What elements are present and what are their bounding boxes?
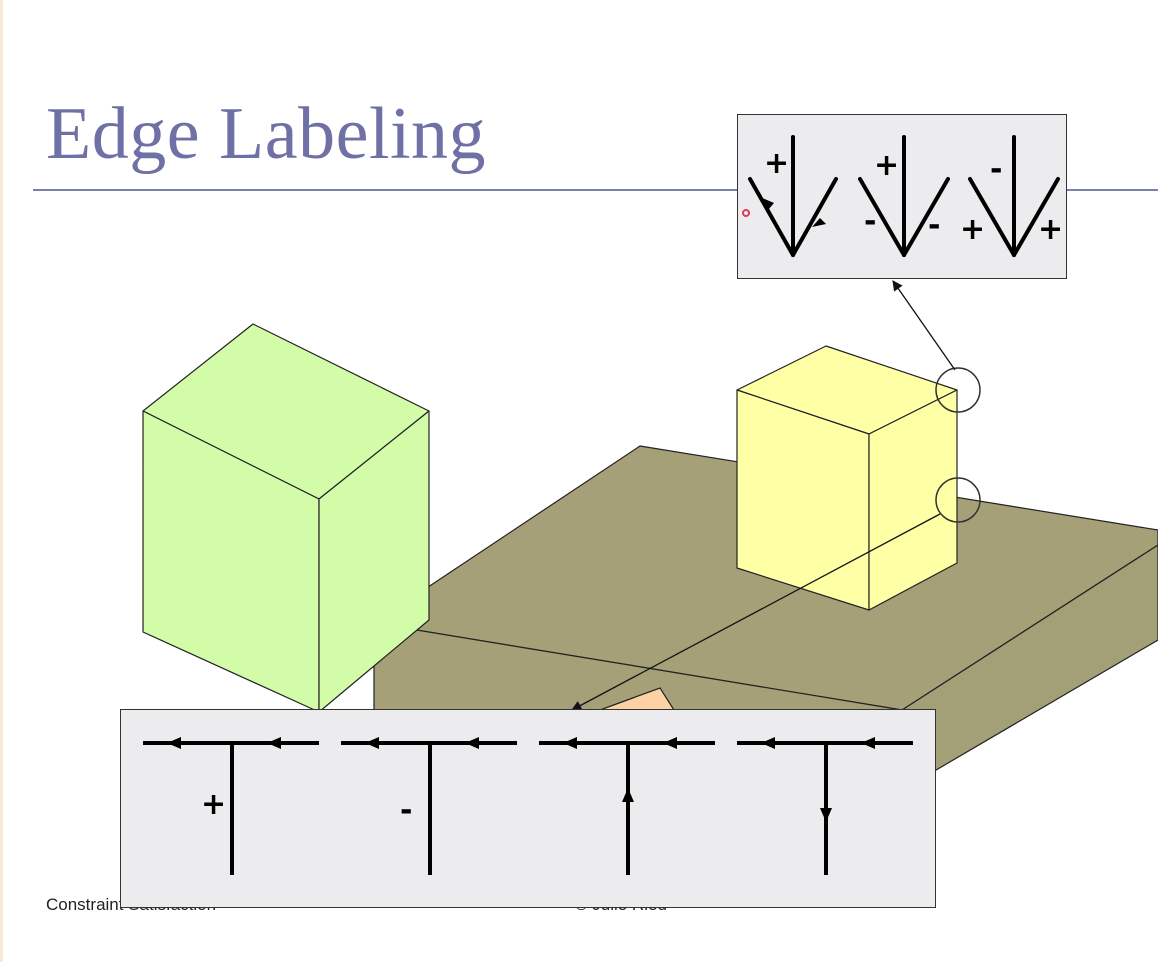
arrow-j3-label-right: + xyxy=(1038,212,1064,247)
arrow-junction-drawings xyxy=(742,135,1060,257)
slide-title: Edge Labeling xyxy=(46,93,487,175)
arrow-j1-label-top: + xyxy=(764,146,790,181)
arrow-junction-callout-circle xyxy=(935,367,981,413)
title-underline xyxy=(33,189,1158,191)
t-junction-3 xyxy=(539,741,715,875)
t-junction-1 xyxy=(143,741,319,875)
arrow-junction-2 xyxy=(858,135,950,257)
arrow-j2-label-left: - xyxy=(864,204,877,239)
left-arm-arrowhead xyxy=(760,197,774,210)
arrow-junction-3 xyxy=(968,135,1060,257)
arrow-j3-label-left: + xyxy=(960,212,986,247)
arrow-j2-label-top: + xyxy=(874,148,900,183)
green-right-face xyxy=(318,410,430,713)
t-junction-2 xyxy=(341,741,517,875)
arrow-j2-label-right: - xyxy=(928,208,941,243)
t1-stem-label: + xyxy=(201,787,227,822)
arrow-junction-1 xyxy=(748,135,838,257)
t-junction-callout-circle xyxy=(935,477,981,523)
slide-left-edge xyxy=(0,0,3,962)
green-block xyxy=(142,323,430,713)
arrow-junction-inset: + + - - - + + xyxy=(737,114,1067,279)
right-arm-arrowhead xyxy=(812,218,826,227)
t4-stem-down-arrowhead xyxy=(820,808,832,822)
arrow-junction-pointer xyxy=(892,280,956,371)
yellow-block xyxy=(736,345,958,611)
t2-stem-label: - xyxy=(400,793,413,828)
t-junction-pointer xyxy=(571,513,941,711)
cursor-dot xyxy=(742,209,750,217)
t3-stem-up-arrowhead xyxy=(622,788,634,802)
arrow-j3-label-top: - xyxy=(990,152,1003,187)
t-junction-inset: + - xyxy=(120,709,936,908)
t-junction-drawings xyxy=(143,737,913,875)
t-junction-bar-arrowheads xyxy=(167,737,875,749)
